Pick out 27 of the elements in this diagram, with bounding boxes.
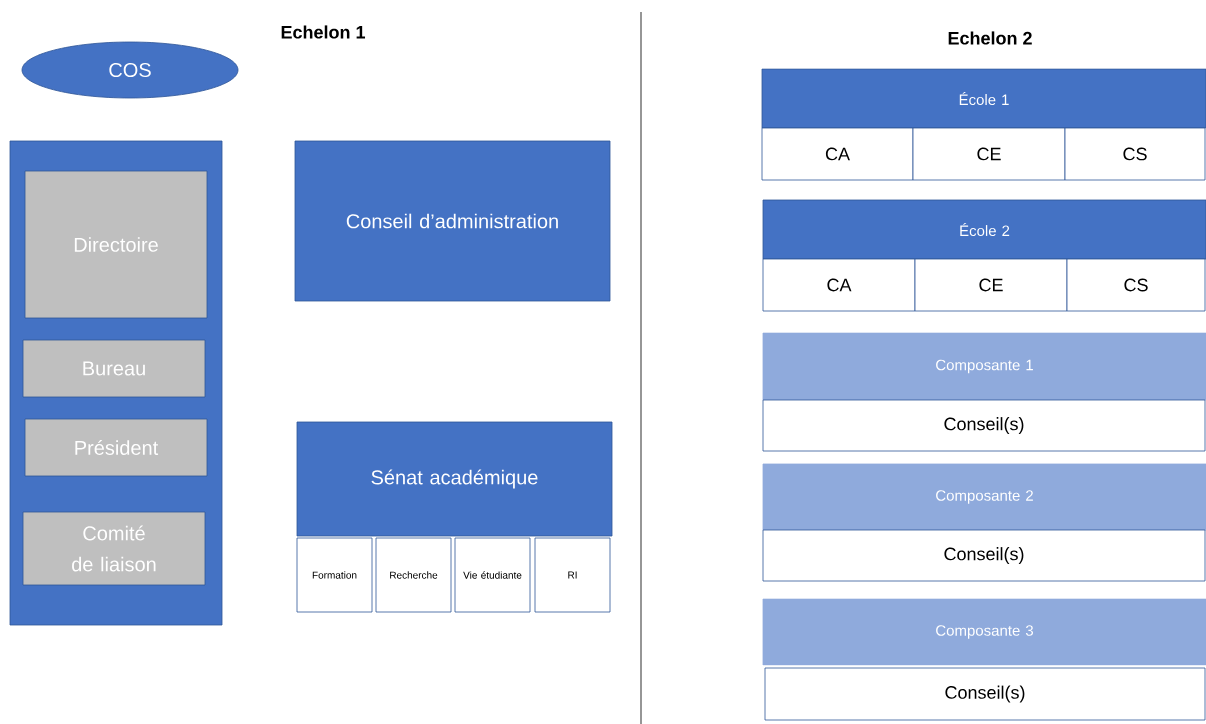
council-cell: CA — [761, 127, 914, 181]
commission-box: RI — [534, 537, 611, 613]
heading: Echelon 1 — [281, 25, 365, 39]
commission-box: Recherche — [375, 537, 452, 613]
heading: Echelon 2 — [948, 31, 1032, 45]
council-cell: CA — [762, 258, 916, 312]
school-header: École 1 — [761, 68, 1206, 129]
council-box: Sénat académique — [296, 421, 613, 537]
council-box: Conseil d’administration — [294, 140, 611, 302]
member-box: Bureau — [22, 339, 206, 398]
council-cell: Conseil(s) — [764, 667, 1206, 721]
component-header: Composante 1 — [762, 332, 1206, 401]
commission-box: Formation — [296, 537, 373, 613]
commission-box: Vie étudiante — [454, 537, 531, 613]
council-cell: CE — [912, 127, 1066, 181]
council-cell: CS — [1064, 127, 1206, 181]
council-cell: CS — [1066, 258, 1206, 312]
council-cell: Conseil(s) — [762, 399, 1206, 452]
council-cell: Conseil(s) — [762, 529, 1206, 582]
ellipse-node: COS — [21, 41, 239, 99]
component-header: Composante 2 — [762, 463, 1206, 531]
member-box: Directoire — [24, 170, 208, 319]
member-box: Président — [24, 418, 208, 477]
council-cell: CE — [914, 258, 1068, 312]
component-header: Composante 3 — [762, 598, 1206, 666]
school-header: École 2 — [762, 199, 1206, 260]
member-box: Comité de liaison — [22, 511, 206, 586]
